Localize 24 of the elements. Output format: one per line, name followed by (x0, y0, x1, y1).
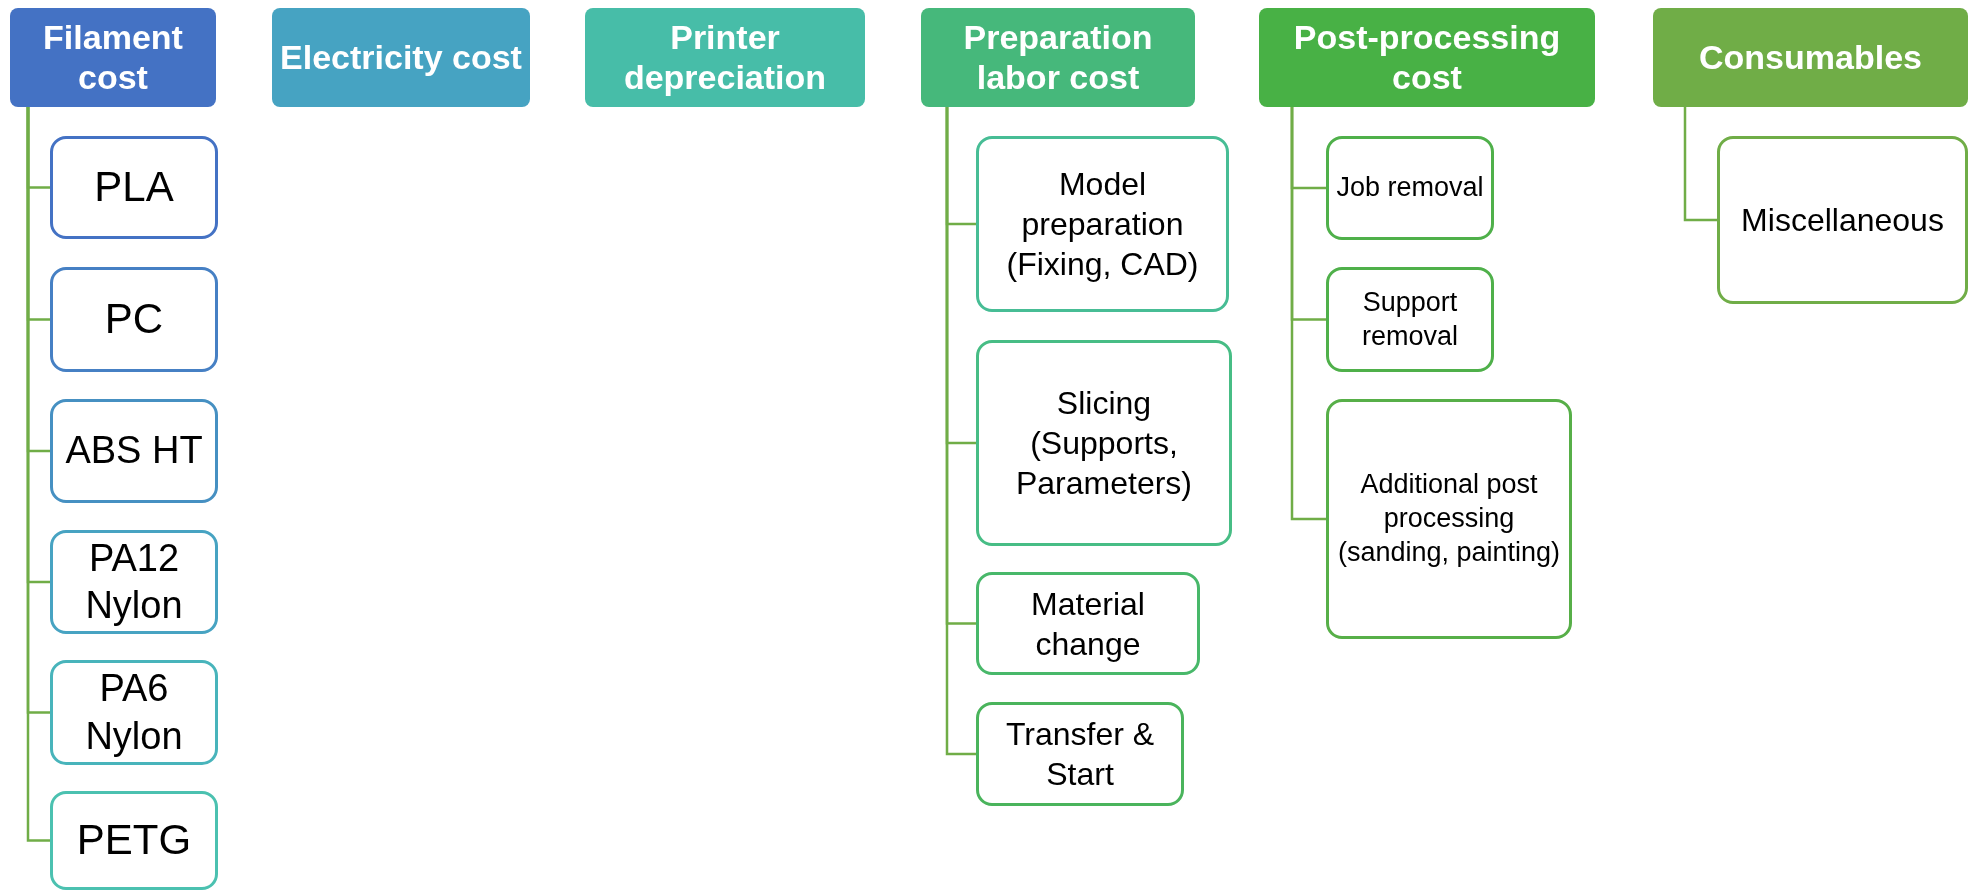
item-box: Additional post processing (sanding, painting) (1326, 399, 1572, 639)
item-box: Transfer & Start (976, 702, 1184, 806)
item-box: PETG (50, 791, 218, 890)
connector-line (26, 107, 50, 842)
category-header: Electricity cost (272, 8, 530, 107)
item-box: Miscellaneous (1717, 136, 1968, 304)
category-header: Post-processing cost (1259, 8, 1595, 107)
connector-line (1683, 107, 1717, 222)
category-header: Filament cost (10, 8, 216, 107)
item-box: Model preparation (Fixing, CAD) (976, 136, 1229, 312)
category-header: Printer depreciation (585, 8, 865, 107)
item-box: PA6 Nylon (50, 660, 218, 765)
category-header: Preparation labor cost (921, 8, 1195, 107)
item-box: Job removal (1326, 136, 1494, 240)
item-box: Support removal (1326, 267, 1494, 372)
item-box: PLA (50, 136, 218, 239)
connector-line (1290, 107, 1326, 521)
item-box: Material change (976, 572, 1200, 675)
item-box: PC (50, 267, 218, 372)
category-header: Consumables (1653, 8, 1968, 107)
item-box: Slicing (Supports, Parameters) (976, 340, 1232, 546)
item-box: PA12 Nylon (50, 530, 218, 634)
item-box: ABS HT (50, 399, 218, 503)
connector-line (945, 107, 976, 756)
